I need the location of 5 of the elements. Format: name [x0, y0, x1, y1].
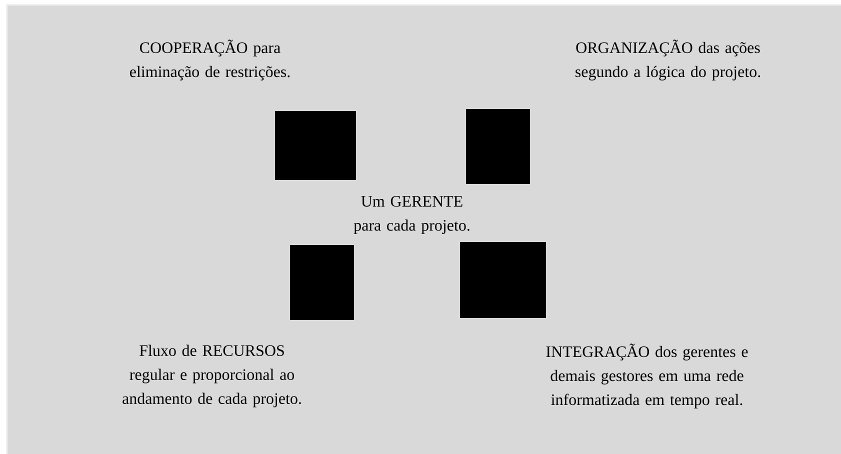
caption-text: Um GERENTE para cada projeto. — [354, 196, 470, 234]
caption-text: COOPERAÇÃO para eliminação de restrições. — [130, 40, 290, 80]
caption-text: Fluxo de RECURSOS regular e proporcional ao andamento de cada projeto. — [122, 344, 301, 408]
caption-text: INTEGRAÇÃO dos gerentes e demais gestores em uma rede informatizada em tempo real. — [546, 344, 748, 408]
caption-text: ORGANIZAÇÃO das ações segundo a lógica do projeto. — [576, 40, 760, 80]
